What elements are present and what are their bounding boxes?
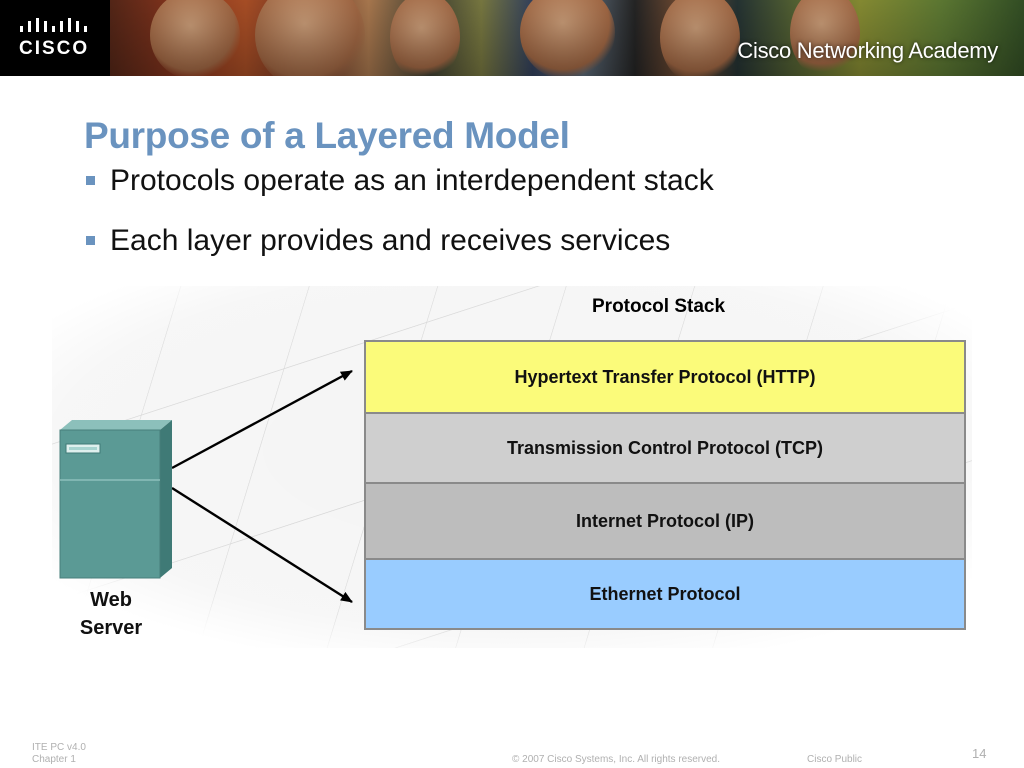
bullet-list: Protocols operate as an interdependent s…	[84, 162, 714, 282]
footer-copyright: © 2007 Cisco Systems, Inc. All rights re…	[512, 754, 721, 765]
layer-tcp: Transmission Control Protocol (TCP)	[366, 414, 964, 484]
arrow-to-ethernet	[171, 486, 353, 604]
layer-label: Hypertext Transfer Protocol (HTTP)	[514, 366, 816, 387]
layer-http: Hypertext Transfer Protocol (HTTP)	[366, 342, 964, 414]
bullet-text: Protocols operate as an interdependent s…	[110, 164, 714, 197]
banner-photo-face	[520, 0, 615, 76]
cisco-logo[interactable]: CISCO	[0, 0, 110, 76]
banner-photo-face	[660, 0, 740, 76]
banner-photo-face	[790, 0, 860, 76]
server-top	[60, 420, 172, 430]
footer-chapter: Chapter 1	[32, 754, 76, 765]
arrow-to-http	[171, 369, 353, 470]
layer-ip: Internet Protocol (IP)	[366, 484, 964, 560]
layer-label: Internet Protocol (IP)	[575, 510, 754, 531]
bullet-item: Each layer provides and receives service…	[84, 222, 714, 282]
protocol-stack: Hypertext Transfer Protocol (HTTP) Trans…	[364, 340, 966, 630]
protocol-stack-title: Protocol Stack	[592, 296, 726, 317]
academy-title: Cisco Networking Academy	[737, 38, 998, 63]
banner-shade	[0, 0, 1024, 76]
banner-photo-face	[255, 0, 365, 76]
footer-course: ITE PC v4.0	[32, 742, 86, 753]
layer-label: Ethernet Protocol	[589, 583, 741, 604]
layer-label: Transmission Control Protocol (TCP)	[506, 437, 824, 458]
web-server-label-line: Server	[79, 617, 143, 639]
layer-ethernet: Ethernet Protocol	[366, 560, 964, 628]
slide-title: Purpose of a Layered Model	[84, 115, 570, 156]
square-bullet-icon	[86, 176, 95, 185]
banner-photo-face	[150, 0, 240, 76]
square-bullet-icon	[86, 236, 95, 245]
bullet-text: Each layer provides and receives service…	[110, 224, 671, 257]
web-server-label: Web Server	[66, 586, 156, 642]
header-banner: CISCO Cisco Networking Academy	[0, 0, 1024, 76]
web-server-icon	[59, 420, 172, 579]
footer-classification: Cisco Public	[807, 754, 863, 765]
page-number: 14	[972, 746, 987, 761]
bullet-item: Protocols operate as an interdependent s…	[84, 162, 714, 222]
banner-photo-face	[390, 0, 460, 76]
cisco-bridge-icon	[20, 18, 87, 32]
cisco-logo-text: CISCO	[19, 38, 90, 59]
server-front	[59, 429, 161, 579]
web-server-label-line: Web	[90, 589, 132, 611]
